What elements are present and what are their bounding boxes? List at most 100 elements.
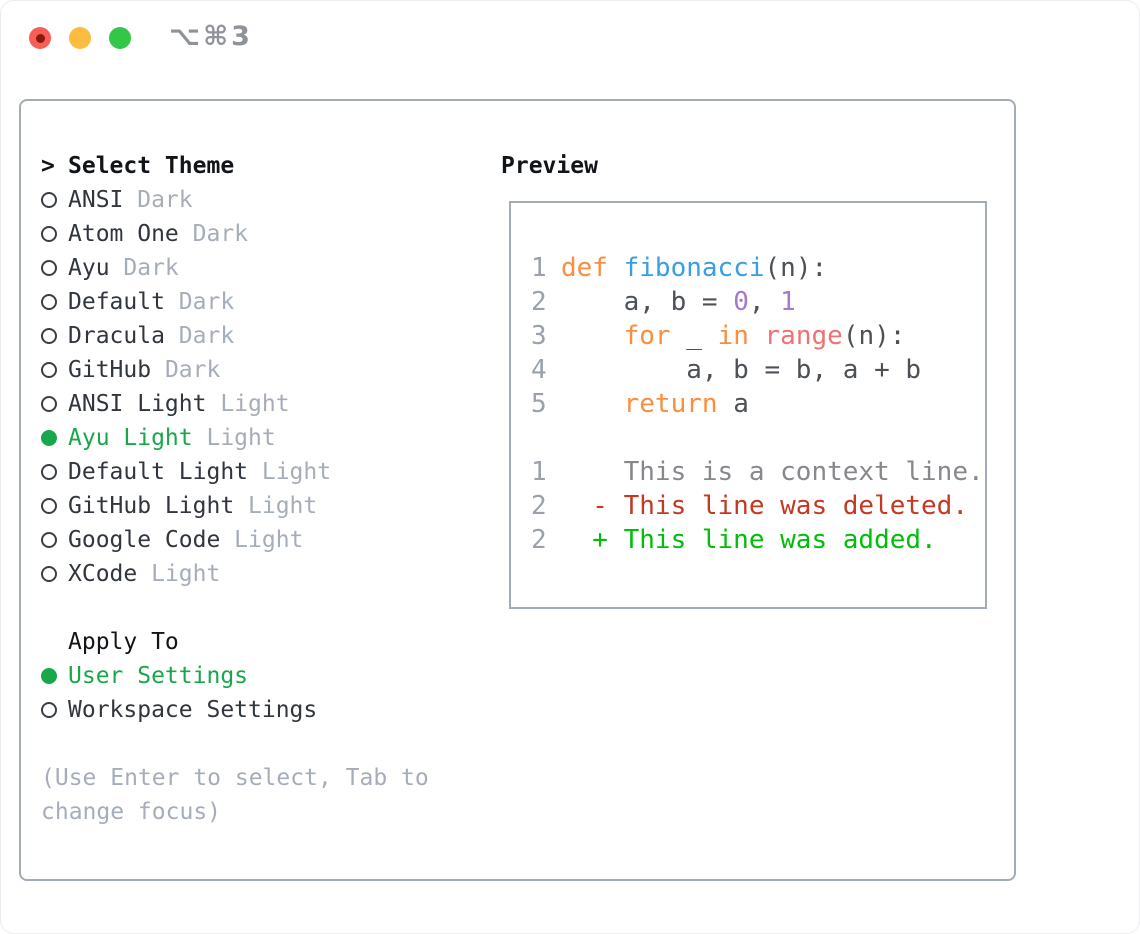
theme-variant-badge: Light	[248, 493, 318, 519]
theme-option-xcode[interactable]: XCode Light	[41, 557, 493, 591]
apply-to-header: Apply To	[41, 625, 493, 659]
theme-name: ANSI	[68, 187, 124, 213]
code-text: + This line was added.	[561, 525, 936, 555]
theme-option-ansi-light[interactable]: ANSI Light Light	[41, 387, 493, 421]
theme-option-dracula[interactable]: Dracula Dark	[41, 319, 493, 353]
code-line: 4 a, b = b, a + b	[531, 353, 985, 387]
token-default: a	[717, 389, 749, 419]
theme-list-header: > Select Theme	[41, 149, 493, 183]
theme-name: GitHub	[68, 357, 152, 383]
theme-option-default[interactable]: Default Dark	[41, 285, 493, 319]
apply-option-user-settings[interactable]: User Settings	[41, 659, 493, 693]
code-text: - This line was deleted.	[561, 491, 968, 521]
spacer	[41, 727, 493, 761]
code-text: def fibonacci(n):	[561, 253, 827, 283]
theme-option-google-code[interactable]: Google Code Light	[41, 523, 493, 557]
radio-selected-icon	[41, 430, 57, 446]
theme-name: Ayu Light	[68, 425, 193, 451]
theme-variant-badge: Dark	[137, 187, 193, 213]
theme-name: Dracula	[68, 323, 165, 349]
code-line: 3 for _ in range(n):	[531, 319, 985, 353]
line-number: 1	[531, 253, 547, 283]
theme-variant-badge: Dark	[178, 289, 235, 315]
code-line: 5 return a	[531, 387, 985, 421]
theme-variant-badge: Light	[220, 391, 290, 417]
line-number: 2	[531, 525, 547, 555]
theme-name: Default Light	[68, 459, 249, 485]
line-number: 5	[531, 389, 547, 419]
minimize-button[interactable]	[69, 27, 91, 49]
token-number: 1	[780, 287, 796, 317]
radio-icon	[41, 226, 57, 242]
theme-name: Google Code	[68, 527, 221, 553]
theme-option-github-light[interactable]: GitHub Light Light	[41, 489, 493, 523]
token-keyword: in	[717, 321, 749, 351]
radio-icon	[41, 328, 57, 344]
code-text: a, b = 0, 1	[561, 287, 796, 317]
apply-option-label: Workspace Settings	[68, 697, 318, 723]
theme-option-ayu-light[interactable]: Ayu Light Light	[41, 421, 493, 455]
theme-variant-badge: Light	[206, 425, 276, 451]
apply-to-title: Apply To	[68, 629, 179, 655]
token-default	[608, 253, 624, 283]
token-default: _	[670, 321, 718, 351]
close-button[interactable]	[29, 27, 51, 49]
apply-option-label: User Settings	[68, 663, 249, 689]
theme-option-github[interactable]: GitHub Dark	[41, 353, 493, 387]
radio-icon	[41, 192, 57, 208]
token-keyword: for	[623, 321, 671, 351]
code-line: 2 a, b = 0, 1	[531, 285, 985, 319]
theme-variant-badge: Light	[234, 527, 304, 553]
theme-name: XCode	[68, 561, 138, 587]
line-number: 3	[531, 321, 547, 351]
apply-option-workspace-settings[interactable]: Workspace Settings	[41, 693, 493, 727]
line-number: 1	[531, 457, 547, 487]
token-context: This is a context line.	[561, 457, 984, 487]
zoom-button[interactable]	[109, 27, 131, 49]
window-title: ⌥⌘3	[169, 21, 253, 52]
code-text: for _ in range(n):	[561, 321, 906, 351]
token-deleted: - This line was deleted.	[561, 491, 968, 521]
code-text: This is a context line.	[561, 457, 984, 487]
token-default: (n):	[764, 253, 828, 283]
token-number: 0	[733, 287, 749, 317]
theme-variant-badge: Light	[261, 459, 332, 485]
token-default	[749, 321, 765, 351]
theme-list-title: Select Theme	[68, 153, 235, 179]
token-default	[561, 389, 624, 419]
token-keyword: return	[623, 389, 718, 419]
radio-icon	[41, 396, 57, 412]
token-default: (n):	[842, 321, 906, 351]
radio-icon	[41, 566, 57, 582]
theme-name: GitHub Light	[68, 493, 235, 519]
code-line: 2 - This line was deleted.	[531, 489, 985, 523]
theme-variant-badge: Dark	[164, 357, 221, 383]
theme-variant-badge: Light	[151, 561, 221, 587]
theme-name: Default	[68, 289, 165, 315]
radio-icon	[41, 260, 57, 276]
titlebar: ⌥⌘3	[1, 1, 1139, 75]
theme-name: ANSI Light	[68, 391, 207, 417]
spacer	[41, 591, 493, 625]
radio-icon	[41, 532, 57, 548]
code-line: 1 def fibonacci(n):	[531, 251, 985, 285]
theme-option-ansi[interactable]: ANSI Dark	[41, 183, 493, 217]
token-builtin: range	[764, 321, 843, 351]
selection-cursor-icon: >	[41, 153, 55, 179]
radio-selected-icon	[41, 668, 57, 684]
code-line	[531, 421, 985, 455]
theme-variant-badge: Dark	[178, 323, 235, 349]
theme-name: Atom One	[68, 221, 179, 247]
token-default: a, b =	[561, 287, 734, 317]
token-default: a, b = b, a + b	[561, 355, 922, 385]
code-line: 2 + This line was added.	[531, 523, 985, 557]
theme-option-default-light[interactable]: Default Light Light	[41, 455, 493, 489]
code-line: 1 This is a context line.	[531, 455, 985, 489]
token-keyword: def	[561, 253, 608, 283]
